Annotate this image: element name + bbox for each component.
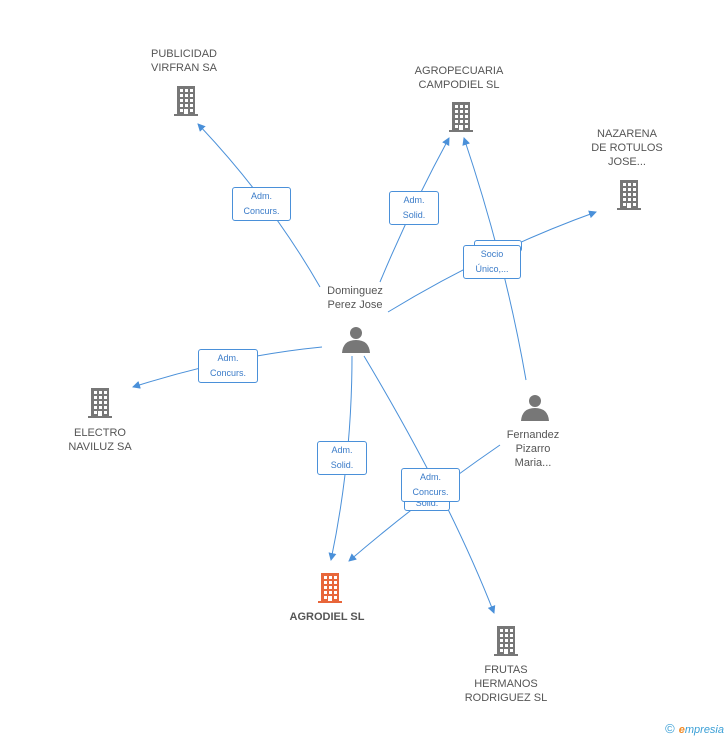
dominguez-person-icon[interactable] [342, 327, 370, 353]
copyright-icon: © [665, 721, 675, 736]
node-label-publicidad[interactable]: PUBLICIDAD VIRFRAN SA [150, 48, 218, 74]
node-label-nazarena[interactable]: NAZARENA DE ROTULOS JOSE... [591, 128, 663, 168]
edge-label-socio[interactable]: Socio Único,... [463, 245, 521, 279]
node-label-frutas[interactable]: FRUTAS HERMANOS RODRIGUEZ SL [464, 664, 548, 704]
node-label-fernandez[interactable]: Fernandez Pizarro Maria... [506, 429, 560, 469]
agrodiel-building-icon[interactable] [318, 573, 342, 603]
edge-label-dominguez-agropecuaria[interactable]: Adm. Solid. [389, 191, 439, 225]
edge-label-dominguez-agrodiel[interactable]: Adm. Solid. [317, 441, 367, 475]
node-icons [88, 86, 641, 656]
edge-label-dominguez-publicidad[interactable]: Adm. Concurs. [232, 187, 291, 221]
node-label-electro[interactable]: ELECTRO NAVILUZ SA [68, 427, 132, 453]
empresia-brand[interactable]: ©empresia [665, 721, 724, 736]
node-label-agropecuaria[interactable]: AGROPECUARIA CAMPODIEL SL [414, 65, 504, 91]
brand-first-letter: e [678, 724, 685, 736]
brand-name-rest: mpresia [684, 724, 724, 736]
edge-label-dominguez-electro[interactable]: Adm. Concurs. [198, 349, 258, 383]
electro-building-icon[interactable] [88, 388, 112, 418]
node-label-dominguez[interactable]: Dominguez Perez Jose [327, 285, 383, 311]
agropecuaria-building-icon[interactable] [449, 102, 473, 132]
node-label-agrodiel[interactable]: AGRODIEL SL [289, 611, 365, 623]
publicidad-building-icon[interactable] [174, 86, 198, 116]
nazarena-building-icon[interactable] [617, 180, 641, 210]
edge-label-dominguez-frutas[interactable]: Adm. Concurs. [401, 468, 460, 502]
frutas-building-icon[interactable] [494, 626, 518, 656]
fernandez-person-icon[interactable] [521, 395, 549, 421]
